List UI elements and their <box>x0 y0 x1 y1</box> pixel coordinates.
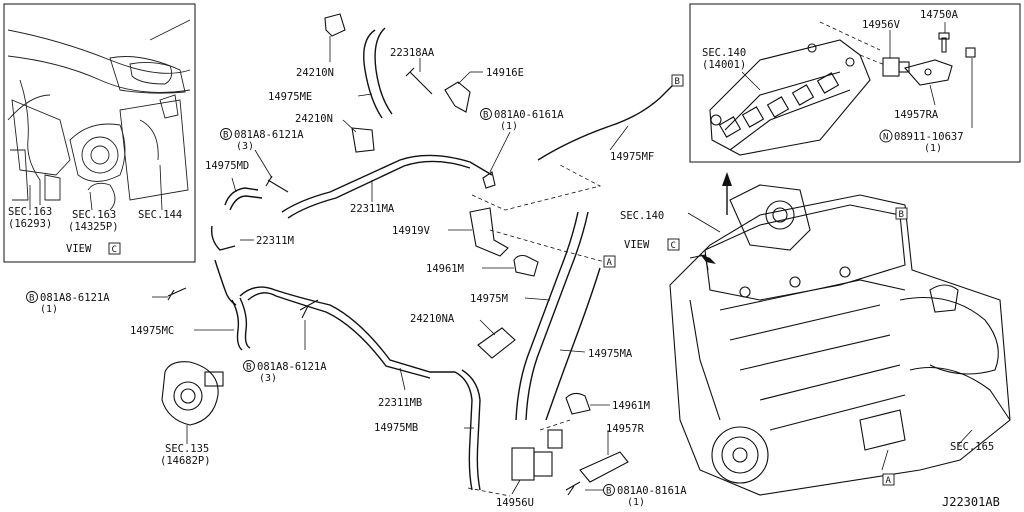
sec140-panel-sec-code: (14001) <box>702 59 746 71</box>
bolt-qty: (3) <box>236 141 254 152</box>
part-label-22311ma: 22311MA <box>350 203 395 215</box>
view-c-marker-box <box>108 242 121 255</box>
marker-b-box-main <box>671 74 684 87</box>
part-label-24210n-mid: 24210N <box>295 113 333 125</box>
nut-n-symbol <box>879 129 893 143</box>
nut-qty: (1) <box>924 143 942 154</box>
marker-a-engine: A <box>886 476 892 486</box>
part-label-24210na: 24210NA <box>410 313 455 325</box>
bolt-qty: (1) <box>627 497 645 508</box>
bolt-qty: (1) <box>500 121 518 132</box>
sec135-code: (14682P) <box>160 455 211 467</box>
bolt-prefix: B <box>29 294 34 304</box>
view-c-marker: C <box>112 245 117 255</box>
part-label-14957ra: 14957RA <box>894 109 939 121</box>
part-label-22311mb: 22311MB <box>378 397 422 409</box>
part-label-24210n-top: 24210N <box>296 67 334 79</box>
nut-part-number: 08911-10637 <box>894 131 964 143</box>
part-label-14975ma: 14975MA <box>588 348 633 360</box>
view-c-sec163a-label: SEC.163 <box>8 206 52 218</box>
part-label-22318aa: 22318AA <box>390 47 435 59</box>
marker-b-main: B <box>675 77 680 87</box>
part-label-14961m-top: 14961M <box>426 263 464 275</box>
part-label-22311m: 22311M <box>256 235 294 247</box>
sec140-frame <box>689 3 1021 163</box>
hose-parts-illustration <box>152 13 673 497</box>
bolt-part-number: 081A8-6121A <box>234 129 304 141</box>
part-label-14975me: 14975ME <box>268 91 312 103</box>
part-label-14956u: 14956U <box>496 497 534 509</box>
marker-c: C <box>671 241 676 251</box>
bolt-prefix: B <box>246 363 251 373</box>
bolt-callout: B 081A8-6121A (1) <box>26 291 110 315</box>
view-c-title: VIEW <box>66 243 92 255</box>
up-arrow <box>722 172 732 215</box>
intake-manifold-sketch <box>709 39 871 156</box>
marker-a-main: A <box>607 258 613 268</box>
marker-a-box-engine <box>882 473 895 486</box>
nut-prefix: N <box>883 133 888 143</box>
bolt-callout: B 081A8-6121A (3) <box>220 128 304 152</box>
part-label-14957r: 14957R <box>606 423 645 435</box>
clip-24210n-mid <box>351 127 375 153</box>
view-c-frame <box>3 3 196 263</box>
view-c-sec144-label: SEC.144 <box>138 209 182 221</box>
sec140-label: SEC.140 <box>620 210 664 222</box>
nut-08911 <box>965 47 976 58</box>
bolt-prefix: B <box>606 487 611 497</box>
bolt-14750a <box>938 32 950 53</box>
part-label-14975md: 14975MD <box>205 160 249 172</box>
sec140-panel: SEC.140 (14001) 14956V 14750A 14957RA N … <box>689 3 1021 163</box>
view-c-sec163a-code: (16293) <box>8 218 52 230</box>
sec140-panel-sec-label: SEC.140 <box>702 47 746 59</box>
part-label-14975mb: 14975MB <box>374 422 418 434</box>
marker-b-box-engine <box>895 207 908 220</box>
view-c-word: VIEW <box>624 239 650 251</box>
part-label-14975mf: 14975MF <box>610 151 654 163</box>
bolt-callout: B 081A0-6161A (1) <box>480 108 564 132</box>
marker-b-engine: B <box>899 210 904 220</box>
bolt-part-number: 081A8-6121A <box>257 361 327 373</box>
bolt-qty: (3) <box>259 373 277 384</box>
sec165-label: SEC.165 <box>950 441 994 453</box>
marker-a-box-main <box>603 255 616 268</box>
engine-illustration <box>669 184 1011 496</box>
clip-24210n-top <box>324 13 346 37</box>
diagram-code: J22301AB <box>942 495 1000 509</box>
sec135-label: SEC.135 <box>165 443 209 455</box>
part-label-14975mc: 14975MC <box>130 325 174 337</box>
view-c-arrow <box>700 254 716 264</box>
part-label-14750a: 14750A <box>920 9 959 21</box>
bolt-prefix: B <box>483 111 488 121</box>
view-c-sec163b-code: (14325P) <box>68 221 119 233</box>
bolt-part-number: 081A0-8161A <box>617 485 687 497</box>
view-c-panel: SEC.163 (16293) SEC.163 (14325P) SEC.144… <box>3 3 196 263</box>
bolt-part-number: 081A8-6121A <box>40 292 110 304</box>
bolt-part-number: 081A0-6161A <box>494 109 564 121</box>
part-label-14975m: 14975M <box>470 293 508 305</box>
marker-c-box <box>667 238 680 251</box>
part-label-14961m-bot: 14961M <box>612 400 650 412</box>
bolt-prefix: B <box>223 131 228 141</box>
bolt-callout: B 081A0-8161A (1) <box>603 484 687 508</box>
view-c-sec163b-label: SEC.163 <box>72 209 116 221</box>
bolt-qty: (1) <box>40 304 58 315</box>
bracket-14957ra <box>903 59 953 86</box>
part-label-14956v: 14956V <box>862 19 901 31</box>
part-label-14916e: 14916E <box>486 67 524 79</box>
bolt-callout: B 081A8-6121A (3) <box>243 360 327 384</box>
view-c-engine-sketch <box>7 19 191 211</box>
part-label-14919v: 14919V <box>392 225 431 237</box>
